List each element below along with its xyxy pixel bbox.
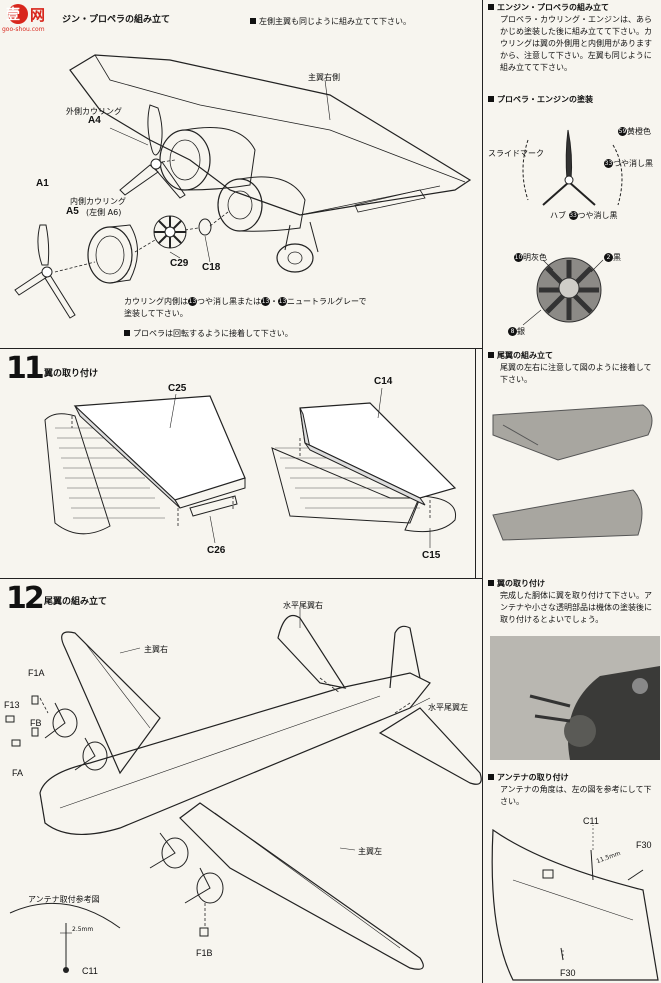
paint-number-icon: 13 bbox=[261, 297, 270, 306]
svg-text:网: 网 bbox=[30, 6, 45, 24]
column-divider bbox=[482, 0, 483, 983]
label-wing-left: 主翼左 bbox=[358, 847, 382, 856]
part-c14-label: C14 bbox=[374, 376, 393, 387]
sidebar-part-f30-label-b: F30 bbox=[560, 968, 576, 978]
label-wing-right: 主翼右 bbox=[144, 645, 168, 654]
sidebar-part-f30-label-a: F30 bbox=[636, 840, 652, 850]
step11-drawing bbox=[44, 387, 457, 548]
svg-text:壹: 壹 bbox=[6, 6, 20, 23]
part-c11-label: C11 bbox=[82, 966, 98, 976]
antenna-diagram bbox=[491, 825, 659, 981]
tail-photos bbox=[492, 404, 653, 541]
step10-note-top: 左側主翼も同じように組み立てて下さい。 bbox=[250, 16, 411, 27]
wing-attach-photo-art bbox=[529, 666, 660, 760]
part-fa-label: FA bbox=[12, 768, 24, 778]
wing-attach-photo bbox=[490, 636, 660, 760]
antenna-dim-label: 2.5mm bbox=[72, 926, 94, 933]
step12-title: 尾翼の組み立て bbox=[44, 597, 108, 607]
sidebar-sec4-body: 完成した胴体に翼を取り付けて下さい。アンテナや小さな透明部品は機体の塗装後に取り… bbox=[500, 591, 652, 624]
paint-gray-label: 10明灰色 bbox=[514, 253, 547, 262]
paint-black-label: 33つや消し黒 bbox=[604, 159, 653, 168]
part-fb-label: FB bbox=[30, 718, 42, 728]
part-a5-label: A5 bbox=[66, 206, 79, 217]
part-c25-label: C25 bbox=[168, 383, 187, 394]
label-outer-cowling: 外側カウリング bbox=[66, 107, 122, 116]
sidebar-sec4-title: 翼の取り付け bbox=[488, 578, 545, 589]
part-c26-label: C26 bbox=[207, 545, 226, 556]
label-inner-cowling: 内側カウリング bbox=[70, 197, 126, 206]
step12-number: 12 bbox=[6, 581, 45, 616]
paint-number-icon: 13 bbox=[278, 297, 287, 306]
paint-number-icon: 2 bbox=[604, 253, 613, 262]
paint-number-icon: 10 bbox=[514, 253, 523, 262]
label-htail-left: 水平尾翼左 bbox=[428, 703, 468, 712]
logo-mark-icon: 壹 网 bbox=[6, 4, 45, 24]
step10-drawing bbox=[14, 54, 472, 319]
site-logo: 壹 网 goo-shou.com bbox=[0, 0, 70, 34]
paint-number-icon: 8 bbox=[508, 327, 517, 336]
logo-url: goo-shou.com bbox=[2, 26, 45, 33]
paint-slide-label: スライドマーク bbox=[488, 149, 544, 158]
sidebar-sec2-title: プロペラ・エンジンの塗装 bbox=[488, 94, 593, 105]
section-divider-10-11 bbox=[0, 348, 482, 349]
part-f1b-label: F1B bbox=[196, 948, 213, 958]
paint-number-icon: 13 bbox=[188, 297, 197, 306]
part-a6-label: (左側 A6) bbox=[86, 208, 122, 217]
step10-title: ジン・プロペラの組み立て bbox=[62, 15, 171, 25]
sidebar-part-c11-label: C11 bbox=[583, 816, 599, 826]
step10-note-prop: プロペラは回転するように接着して下さい。 bbox=[124, 328, 293, 339]
sidebar-sec5-body: アンテナの角度は、左の図を参考にして下さい。 bbox=[500, 785, 652, 806]
antenna-ref-title: アンテナ取付参考図 bbox=[28, 895, 100, 904]
label-htail-right: 水平尾翼右 bbox=[283, 601, 323, 610]
sidebar-sec3-body: 尾翼の左右に注意して図のように接着して下さい。 bbox=[500, 363, 652, 384]
section-divider-11-12 bbox=[0, 578, 482, 579]
sidebar-sec3-title: 尾翼の組み立て bbox=[488, 350, 553, 361]
step10-note-cowling-2: 塗装して下さい。 bbox=[124, 309, 188, 318]
part-a4-label: A4 bbox=[88, 115, 101, 126]
label-wing-right-side: 主翼右側 bbox=[308, 73, 340, 82]
sidebar-sec5-title: アンテナの取り付け bbox=[488, 772, 569, 783]
paint-number-icon: 33 bbox=[604, 159, 613, 168]
paint-yellow-label: 59黄橙色 bbox=[618, 127, 651, 136]
part-c15-label: C15 bbox=[422, 550, 441, 561]
sidebar-sec1-body: プロペラ・カウリング・エンジンは、あらかじめ塗装した後に組み立てて下さい。カウリ… bbox=[500, 15, 652, 72]
part-c18-label: C18 bbox=[202, 262, 221, 273]
part-f1a-label: F1A bbox=[28, 668, 45, 678]
paint-number-icon: 33 bbox=[568, 211, 578, 220]
part-a1-label: A1 bbox=[36, 178, 49, 189]
step11-title: 翼の取り付け bbox=[44, 369, 99, 379]
part-f13-label: F13 bbox=[4, 700, 20, 710]
step12-drawing bbox=[5, 608, 482, 973]
paint-number-icon: 59 bbox=[618, 127, 627, 136]
step10-note-cowling: カウリング内側は13つや消し黒または13・13ニュートラルグレーで bbox=[124, 297, 367, 306]
part-c29-label: C29 bbox=[170, 258, 189, 269]
step11-number: 11 bbox=[6, 351, 45, 386]
sidebar-sec1-title: エンジン・プロペラの組み立て bbox=[488, 2, 609, 13]
frame-right-11 bbox=[475, 348, 476, 578]
paint-diagram bbox=[522, 129, 623, 326]
paint-hub-label: ハブ 33つや消し黒 bbox=[550, 211, 618, 220]
